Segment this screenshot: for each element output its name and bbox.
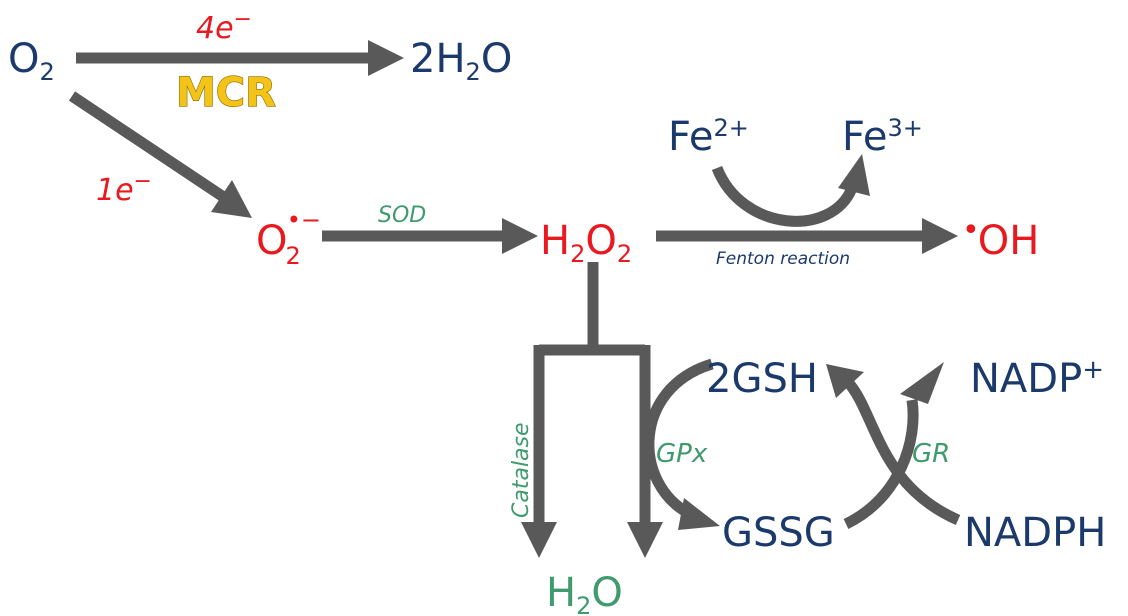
label-four-electron: 4e− — [196, 7, 252, 46]
arrowhead-fe2-to-fe3 — [838, 154, 870, 196]
arrow-fe2-to-fe3 — [711, 165, 858, 227]
species-fe2: Fe2+ — [668, 114, 749, 160]
species-gsh: 2GSH — [706, 356, 818, 402]
arrowhead-gsh-to-gssg — [678, 498, 720, 530]
species-o2: O2 — [8, 36, 55, 86]
arrow-gr-curve — [843, 399, 919, 529]
label-catalase: Catalase — [509, 422, 534, 518]
label-gpx: GPx — [656, 439, 708, 469]
species-water-top: 2H2O — [410, 36, 512, 86]
arrowhead-gssg-to-gsh — [826, 364, 864, 398]
label-gr: GR — [912, 439, 950, 469]
arrowhead-h2o2-to-hydroxyl — [922, 218, 958, 254]
label-mcr: MCR — [176, 70, 276, 116]
arrow-gsh-to-gssg — [643, 358, 714, 519]
species-water-bottom: H2O — [546, 570, 623, 616]
label-fenton-reaction: Fenton reaction — [716, 249, 850, 269]
species-gssg: GSSG — [722, 510, 835, 556]
species-nadph: NADPH — [964, 510, 1106, 556]
arrowhead-o2-to-water — [368, 40, 404, 76]
arrow-o2-to-superoxide — [68, 91, 226, 201]
arrowhead-gpx-branch — [627, 522, 663, 558]
label-one-electron: 1e− — [96, 169, 152, 208]
arrowhead-o2-to-superoxide — [211, 180, 252, 218]
arrowhead-catalase-branch — [521, 522, 557, 558]
arrow-gssg-to-gsh — [841, 376, 961, 526]
species-fe3: Fe3+ — [842, 114, 923, 160]
arrowhead-superoxide-to-h2o2 — [502, 218, 538, 254]
species-h2o2: H2O2 — [540, 218, 632, 268]
species-nadp: NADP+ — [970, 355, 1104, 402]
label-sod: SOD — [378, 203, 426, 228]
species-hydroxyl-radical: •OH — [962, 213, 1039, 264]
arrowhead-nadph-to-nadp — [900, 362, 944, 404]
species-superoxide: O2•− — [256, 206, 321, 270]
